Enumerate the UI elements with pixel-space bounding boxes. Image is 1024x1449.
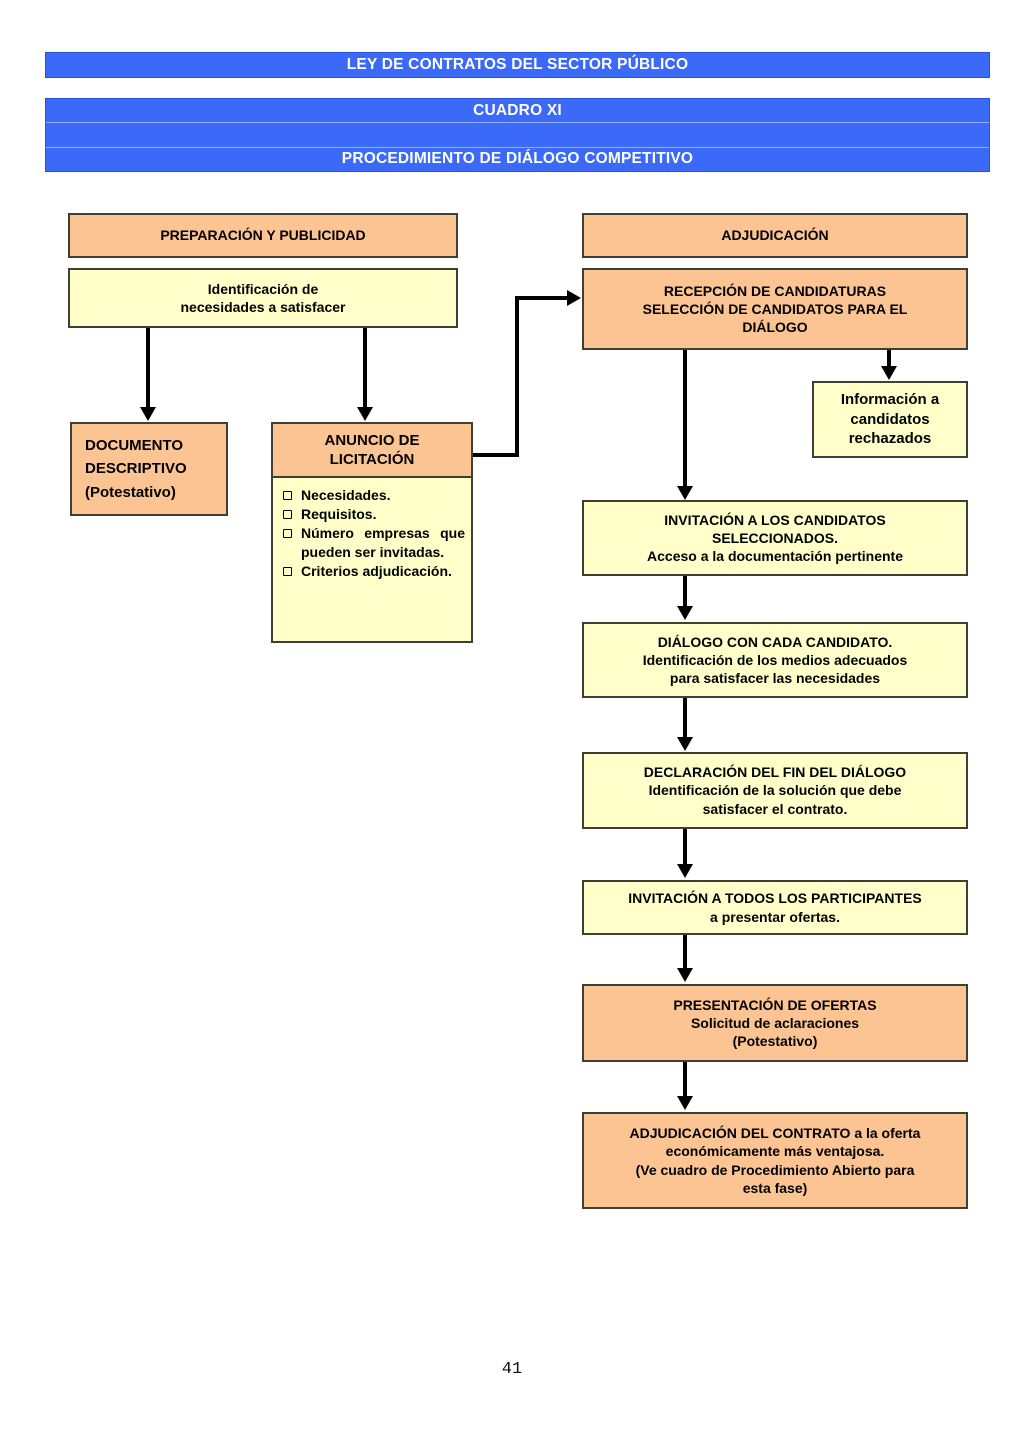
arrow-down-icon: [677, 864, 693, 878]
page-number: 41: [501, 1360, 523, 1379]
node-line: satisfacer el contrato.: [702, 800, 848, 817]
node-invitacion-candidatos-seleccionados: INVITACIÓN A LOS CANDIDATOS SELECCIONADO…: [582, 500, 968, 576]
cuadro-label: CUADRO XI: [473, 101, 562, 119]
node-line: Identificación de los medios adecuados: [642, 651, 908, 668]
title-bar-law: LEY DE CONTRATOS DEL SECTOR PÚBLICO: [45, 52, 990, 78]
square-bullet-icon: [283, 510, 292, 520]
list-item: Requisitos.: [281, 505, 465, 523]
list-item-label: Requisitos.: [301, 506, 377, 523]
arrow-down-icon: [677, 737, 693, 751]
connector-line: [515, 296, 567, 300]
node-presentacion-ofertas: PRESENTACIÓN DE OFERTAS Solicitud de acl…: [582, 984, 968, 1062]
node-adjudicacion-header: ADJUDICACIÓN: [582, 213, 968, 258]
connector-line: [363, 328, 367, 407]
node-label: PREPARACIÓN Y PUBLICIDAD: [160, 227, 366, 244]
node-line: DIÁLOGO: [742, 319, 808, 336]
node-line: ADJUDICACIÓN DEL CONTRATO a la oferta: [629, 1125, 921, 1142]
connector-line: [683, 1062, 687, 1096]
connector-line: [683, 350, 687, 486]
connector-line: [683, 698, 687, 737]
list-item-label: Número empresas que pueden ser invitadas…: [301, 525, 465, 560]
procedure-row: PROCEDIMIENTO DE DIÁLOGO COMPETITIVO: [46, 146, 989, 171]
node-line: esta fase): [742, 1179, 808, 1196]
node-line: SELECCIONADOS.: [711, 529, 838, 546]
node-line: DECLARACIÓN DEL FIN DEL DIÁLOGO: [643, 764, 907, 781]
node-informacion-rechazados: Información a candidatos rechazados: [812, 381, 968, 458]
arrow-down-icon: [140, 407, 156, 421]
node-invitacion-todos-participantes: INVITACIÓN A TODOS LOS PARTICIPANTES a p…: [582, 880, 968, 935]
node-line: Solicitud de aclaraciones: [690, 1014, 860, 1031]
title-bar-law-label: LEY DE CONTRATOS DEL SECTOR PÚBLICO: [346, 56, 689, 73]
arrow-down-icon: [677, 968, 693, 982]
node-line: LICITACIÓN: [329, 451, 415, 468]
node-line: candidatos: [850, 410, 930, 428]
node-line: INVITACIÓN A TODOS LOS PARTICIPANTES: [628, 890, 922, 907]
procedure-label: PROCEDIMIENTO DE DIÁLOGO COMPETITIVO: [341, 150, 694, 168]
node-line: (Potestativo): [732, 1033, 818, 1050]
square-bullet-icon: [283, 566, 292, 576]
list-item-label: Criterios adjudicación.: [301, 562, 452, 579]
arrow-down-icon: [357, 407, 373, 421]
connector-line: [683, 935, 687, 968]
node-line: económicamente más ventajosa.: [665, 1143, 885, 1160]
node-line: Identificación de: [207, 280, 319, 297]
node-line: DIÁLOGO CON CADA CANDIDATO.: [657, 633, 893, 650]
list-item-label: Necesidades.: [301, 487, 391, 503]
list-item: Número empresas que pueden ser invitadas…: [281, 524, 465, 560]
empty-row: [46, 122, 989, 146]
connector-line: [473, 453, 519, 457]
node-dialogo-candidato: DIÁLOGO CON CADA CANDIDATO. Identificaci…: [582, 622, 968, 698]
node-anuncio-licitacion-header: ANUNCIO DE LICITACIÓN: [271, 422, 473, 478]
node-line: PRESENTACIÓN DE OFERTAS: [673, 996, 877, 1013]
arrow-down-icon: [677, 486, 693, 500]
node-line: SELECCIÓN DE CANDIDATOS PARA EL: [642, 300, 908, 317]
node-line: (Potestativo): [85, 483, 176, 501]
connector-line: [683, 829, 687, 864]
list-item: Necesidades.: [281, 486, 465, 504]
node-line: a presentar ofertas.: [710, 908, 840, 925]
node-line: Información a: [840, 391, 940, 409]
arrow-down-icon: [881, 366, 897, 380]
node-line: para satisfacer las necesidades: [669, 670, 881, 687]
node-recepcion-candidaturas: RECEPCIÓN DE CANDIDATURAS SELECCIÓN DE C…: [582, 268, 968, 350]
node-line: Identificación de la solución que debe: [648, 782, 902, 799]
node-line: (Ve cuadro de Procedimiento Abierto para: [635, 1161, 915, 1178]
node-label: ADJUDICACIÓN: [721, 227, 829, 244]
node-line: ANUNCIO DE: [324, 431, 420, 449]
node-preparacion-publicidad: PREPARACIÓN Y PUBLICIDAD: [68, 213, 458, 258]
square-bullet-icon: [283, 491, 292, 500]
node-documento-descriptivo: DOCUMENTO DESCRIPTIVO (Potestativo): [70, 422, 228, 516]
node-anuncio-licitacion-body: Necesidades. Requisitos. Número empresas…: [271, 476, 473, 643]
cuadro-title-block: CUADRO XI PROCEDIMIENTO DE DIÁLOGO COMPE…: [45, 98, 990, 172]
node-line: rechazados: [848, 430, 932, 448]
node-identificacion-necesidades: Identificación de necesidades a satisfac…: [68, 268, 458, 328]
connector-line: [683, 576, 687, 606]
node-line: DOCUMENTO: [85, 437, 184, 455]
connector-line: [887, 350, 891, 366]
connector-line: [146, 328, 150, 407]
arrow-down-icon: [677, 606, 693, 620]
square-bullet-icon: [283, 529, 292, 539]
arrow-right-icon: [567, 290, 581, 306]
connector-line: [515, 296, 519, 457]
list-item: Criterios adjudicación.: [281, 562, 465, 580]
node-adjudicacion-contrato: ADJUDICACIÓN DEL CONTRATO a la oferta ec…: [582, 1112, 968, 1209]
node-line: RECEPCIÓN DE CANDIDATURAS: [663, 282, 887, 299]
node-line: DESCRIPTIVO: [85, 460, 187, 478]
node-line: Acceso a la documentación pertinente: [647, 548, 903, 565]
arrow-down-icon: [677, 1096, 693, 1110]
cuadro-row: CUADRO XI: [46, 99, 989, 122]
node-line: INVITACIÓN A LOS CANDIDATOS: [664, 511, 886, 528]
node-line: necesidades a satisfacer: [180, 299, 346, 315]
node-declaracion-fin-dialogo: DECLARACIÓN DEL FIN DEL DIÁLOGO Identifi…: [582, 752, 968, 829]
